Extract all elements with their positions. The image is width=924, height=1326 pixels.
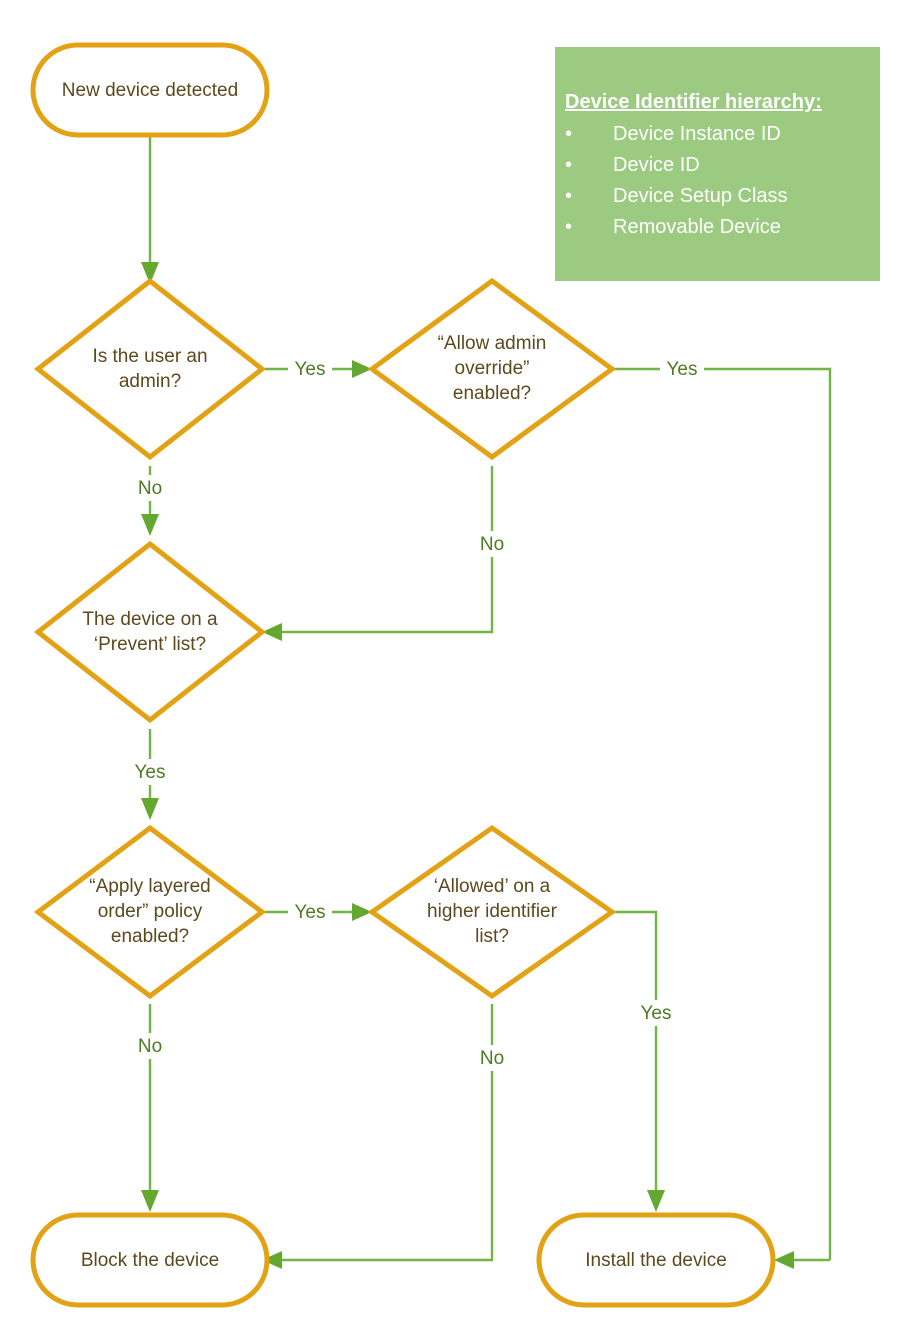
edge-label-text: No: [480, 534, 504, 555]
node-block-the-device[interactable]: Block the device: [30, 1212, 270, 1308]
decision-shape: [33, 824, 267, 1000]
edge-label-override-yes: Yes: [660, 356, 704, 382]
legend-item-label: Removable Device: [613, 216, 781, 238]
edge-label-prevent-yes: Yes: [128, 759, 172, 785]
node-label-override-line3: enabled?: [453, 383, 531, 404]
node-label-start: New device detected: [62, 80, 238, 101]
edge-label-allowed-yes: Yes: [634, 1000, 678, 1026]
edge-label-text: No: [138, 478, 162, 499]
edge-override-no-to-prevent: [262, 466, 494, 641]
node-apply-layered-order[interactable]: “Apply layered order” policy enabled?: [33, 824, 267, 1000]
edge-label-override-no: No: [472, 531, 512, 557]
terminator-shape: [30, 42, 270, 138]
edge-override-yes-to-install: [612, 367, 832, 1269]
edge-label-text: No: [138, 1036, 162, 1057]
legend-item-label: Device ID: [613, 154, 700, 176]
node-label-layered-line2: order” policy: [98, 901, 203, 922]
edge-allowed-no-to-block: [262, 1004, 494, 1269]
node-label-prevent-line1: The device on a: [82, 609, 218, 630]
decision-shape: [33, 540, 267, 724]
node-label-allowed-line3: list?: [475, 926, 509, 947]
node-label-prevent-line2: ‘Prevent’ list?: [94, 634, 206, 655]
node-label-override-line2: override”: [455, 358, 530, 379]
node-label-allowed-line1: ‘Allowed’ on a: [434, 876, 551, 897]
legend-item: • Device Instance ID: [555, 119, 880, 150]
edge-label-layered-no: No: [130, 1033, 170, 1059]
node-is-user-admin[interactable]: Is the user an admin?: [33, 277, 267, 461]
decision-shape: [367, 824, 617, 1000]
edge-label-text: Yes: [295, 359, 326, 380]
node-label-layered-line1: “Apply layered: [89, 876, 210, 897]
node-device-on-prevent-list[interactable]: The device on a ‘Prevent’ list?: [33, 540, 267, 724]
edge-label-text: Yes: [135, 762, 166, 783]
node-install-the-device[interactable]: Install the device: [536, 1212, 776, 1308]
legend-item-label: Device Instance ID: [613, 123, 781, 145]
node-label-layered-line3: enabled?: [111, 926, 189, 947]
node-label-is-admin-line1: Is the user an: [92, 346, 207, 367]
edge-label-text: Yes: [641, 1003, 672, 1024]
node-label-block: Block the device: [81, 1250, 219, 1271]
legend-list: • Device Instance ID • Device ID • Devic…: [555, 119, 880, 243]
node-allow-admin-override[interactable]: “Allow admin override” enabled?: [367, 277, 617, 461]
legend-item: • Device ID: [555, 150, 880, 181]
bullet-icon: •: [565, 154, 573, 176]
bullet-icon: •: [565, 123, 573, 145]
decision-shape: [367, 277, 617, 461]
node-label-override-line1: “Allow admin: [438, 333, 547, 354]
node-label-is-admin-line2: admin?: [119, 371, 181, 392]
edge-label-text: Yes: [295, 902, 326, 923]
node-layer: New device detected Is the user an admin…: [30, 42, 776, 1308]
bullet-icon: •: [565, 216, 573, 238]
node-new-device-detected[interactable]: New device detected: [30, 42, 270, 138]
edge-label-layered-yes: Yes: [288, 899, 332, 925]
node-label-allowed-line2: higher identifier: [427, 901, 558, 922]
edge-allowed-yes-to-install: [612, 910, 665, 1212]
legend-item: • Removable Device: [555, 212, 880, 243]
terminator-shape: [30, 1212, 270, 1308]
edge-start-to-is-admin: [141, 136, 159, 284]
edge-label-admin-yes: Yes: [288, 356, 332, 382]
device-identifier-hierarchy-legend: Device Identifier hierarchy: • Device In…: [555, 47, 880, 281]
edge-label-text: No: [480, 1048, 504, 1069]
edge-label-text: Yes: [667, 359, 698, 380]
bullet-icon: •: [565, 185, 573, 207]
legend-title: Device Identifier hierarchy:: [565, 91, 822, 113]
legend-item-label: Device Setup Class: [613, 185, 788, 207]
edge-label-layer: Yes No Yes No Yes Yes: [128, 356, 704, 1071]
edge-label-allowed-no: No: [472, 1045, 512, 1071]
terminator-shape: [536, 1212, 776, 1308]
node-allowed-on-higher-identifier-list[interactable]: ‘Allowed’ on a higher identifier list?: [367, 824, 617, 1000]
edge-label-admin-no: No: [130, 475, 170, 501]
legend-item: • Device Setup Class: [555, 181, 880, 212]
decision-shape: [33, 277, 267, 461]
node-label-install: Install the device: [585, 1250, 727, 1271]
